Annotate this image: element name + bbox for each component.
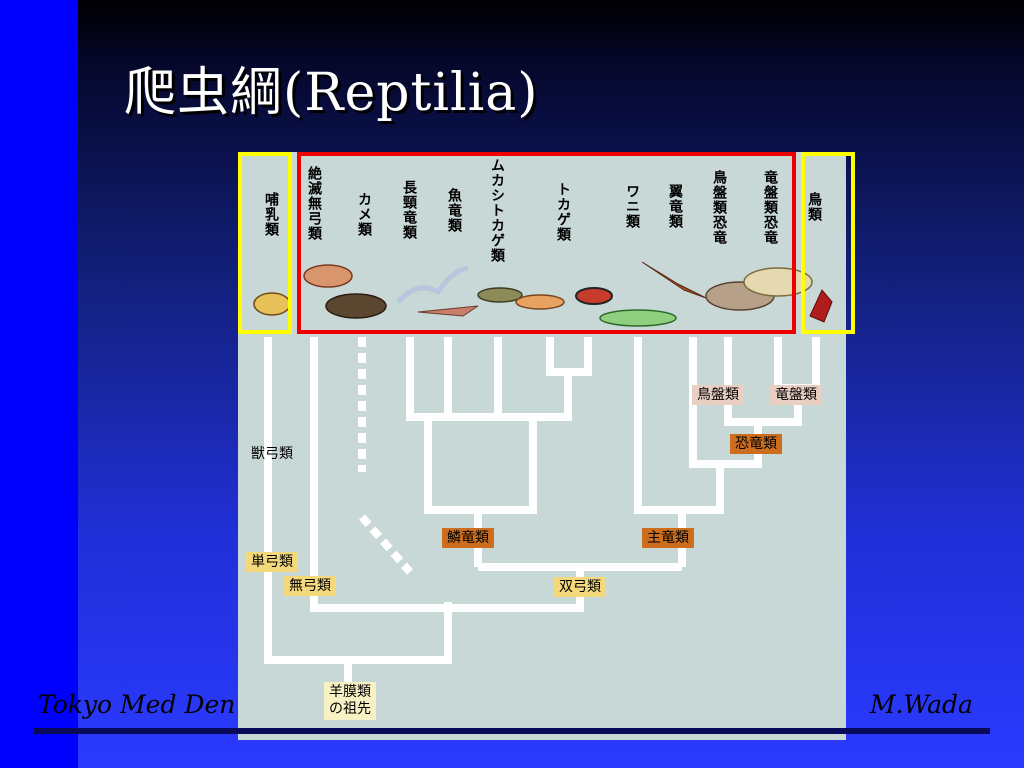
clade-label-synapsid-group: 単弓類 — [246, 552, 298, 572]
branch-tuatara-lizard — [494, 337, 592, 421]
root-label-line2: の祖先 — [329, 701, 371, 717]
slide-title: 爬虫綱(Reptilia) — [124, 63, 539, 123]
taxon-label-ichthyosaurs: 魚竜類 — [446, 188, 462, 233]
taxon-label-extinct-anapsids: 絶滅無弓類 — [306, 166, 322, 241]
taxon-label-plesiosaurs: 長頸竜類 — [401, 180, 417, 240]
clade-label-synapsida: 獣弓類 — [251, 446, 293, 462]
plesiosaur-figure — [396, 265, 469, 304]
frame-birds — [801, 152, 855, 334]
lizard-figure — [515, 294, 565, 310]
cladogram-panel: 獣弓類 単弓類 無弓類 鱗竜類 主竜類 双弓類 恐竜類 鳥盤類 竜盤類 羊膜類 … — [238, 152, 846, 740]
footer-institution: Tokyo Med Den — [38, 690, 236, 719]
frame-reptiles — [297, 152, 796, 334]
snake-figure — [575, 287, 613, 305]
branch-archosaur — [634, 337, 820, 567]
ichthyosaur-figure — [417, 305, 479, 317]
branch-turtle-diag — [358, 514, 414, 575]
taxon-label-crocodiles: ワニ類 — [624, 184, 640, 229]
clade-label-archosaurs: 主竜類 — [642, 528, 694, 548]
taxon-label-saurischians: 竜盤類恐竜 — [762, 170, 778, 245]
animal-illustrations — [253, 261, 833, 327]
clade-label-saurischia: 竜盤類 — [770, 385, 822, 405]
crocodile-figure — [599, 309, 677, 327]
clade-label-ornithischia: 鳥盤類 — [692, 385, 744, 405]
taxon-label-birds: 鳥類 — [806, 192, 822, 222]
left-accent-bar — [0, 0, 78, 768]
turtle-figure — [325, 293, 387, 319]
root-label: 羊膜類 の祖先 — [324, 682, 376, 720]
footer-author: M.Wada — [870, 690, 973, 719]
extinct-anapsid-figure — [303, 264, 353, 288]
bird-figure — [809, 289, 833, 323]
footer-divider — [34, 728, 990, 734]
branch-plesio-ichthyo — [406, 337, 452, 421]
taxon-label-mammals: 哺乳類 — [263, 192, 279, 237]
taxon-label-lizards: トカゲ類 — [555, 182, 571, 242]
clade-label-dinosaurs: 恐竜類 — [730, 434, 782, 454]
branch-synapsid — [264, 337, 452, 664]
cladogram-branches — [264, 337, 820, 682]
tuatara-figure — [477, 287, 523, 303]
taxon-label-pterosaurs: 翼竜類 — [667, 184, 683, 229]
clade-label-anapsida: 無弓類 — [284, 576, 336, 596]
frame-mammals — [238, 152, 292, 334]
taxon-label-turtles: カメ類 — [356, 192, 372, 237]
clade-label-diapsida: 双弓類 — [554, 577, 606, 597]
taxon-label-tuatara: ムカシトカゲ類 — [489, 158, 505, 263]
root-label-line1: 羊膜類 — [329, 684, 371, 700]
taxon-label-ornithischians: 鳥盤類恐竜 — [711, 170, 727, 245]
clade-label-lepidosaurs: 鱗竜類 — [442, 528, 494, 548]
